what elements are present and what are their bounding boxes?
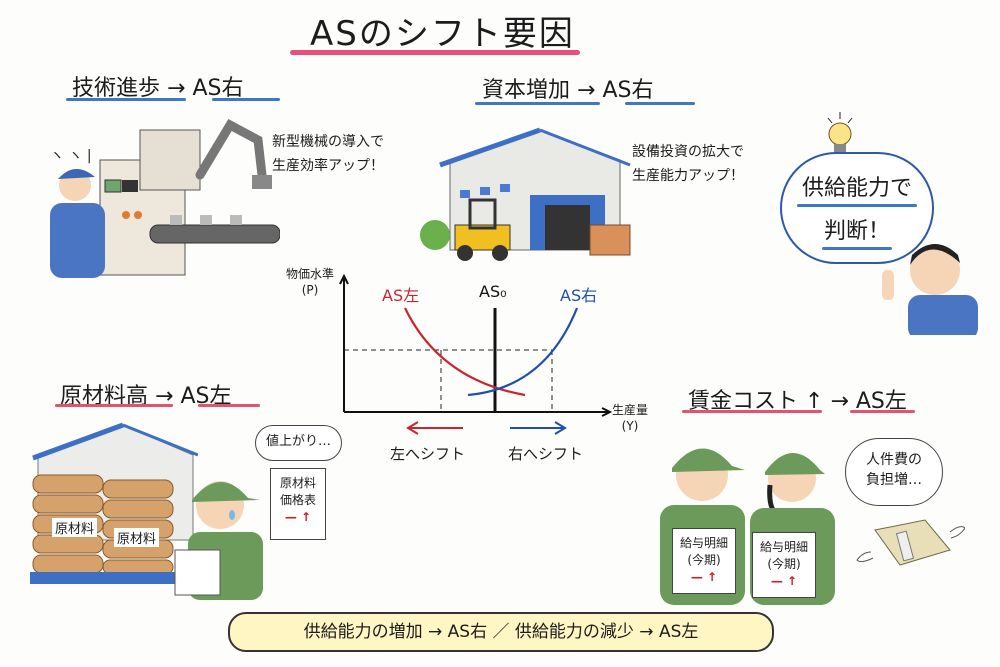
right-arrow-icon — [554, 421, 567, 435]
wages-heading: 賃金コスト ↑ → AS左 — [688, 383, 907, 415]
tech-note: 新型機械の導入で 生産効率アップ！ — [272, 134, 384, 174]
capital-underline-2 — [625, 102, 695, 105]
title-underline — [290, 50, 580, 55]
tech-heading-effect: AS右 — [192, 76, 244, 101]
payslip-2-period: (今期) — [767, 557, 801, 571]
capital-heading-cause: 資本増加 — [482, 78, 571, 103]
pointing-man-illustration — [882, 244, 978, 335]
y-axis-label-line2: (P) — [301, 283, 319, 297]
y-axis-label: 物価水準 (P) — [286, 266, 334, 298]
capital-underline — [475, 102, 600, 105]
wages-thought-line1: 人件費の — [866, 452, 922, 468]
payslip-1-title: 給与明細 — [679, 536, 728, 550]
x-axis-label-line2: (Y) — [621, 419, 639, 433]
judge-underline-1 — [797, 204, 917, 207]
wages-underline — [682, 410, 822, 413]
tech-heading-cause: 技術進歩 — [72, 76, 161, 101]
tech-underline-2 — [212, 98, 280, 101]
as-zero-label: AS₀ — [479, 282, 507, 301]
wages-heading-effect: AS左 — [855, 389, 907, 414]
materials-thought-text: 値上がり… — [265, 434, 331, 449]
y-axis-label-line1: 物価水準 — [286, 267, 335, 281]
shift-left-label: 左へシフト — [390, 445, 466, 463]
payslip-2: 給与明細 (今期) — ↑ — [752, 532, 816, 598]
up-arrow-icon: — ↑ — [770, 574, 798, 588]
materials-thought-cloud: 値上がり… — [255, 425, 342, 461]
wages-thought-cloud: 人件費の 負担増… — [845, 438, 943, 506]
judge-line-1: 供給能力で — [801, 176, 912, 201]
price-list-sheet: 原材料 価格表 — ↑ — [270, 468, 326, 540]
materials-underline — [55, 404, 173, 407]
sack-label-2: 原材料 — [114, 528, 160, 547]
sack-label-1: 原材料 — [52, 518, 98, 537]
as-shift-chart — [339, 273, 613, 417]
payslip-1-period: (今期) — [687, 553, 721, 567]
x-axis-label: 生産量 (Y) — [612, 402, 648, 434]
up-arrow-icon: — ↑ — [284, 510, 312, 524]
judge-underline-2 — [822, 247, 892, 250]
price-list-line1: 原材料 — [279, 476, 316, 490]
payslip-2-title: 給与明細 — [759, 540, 808, 554]
capital-heading: 資本増加 → AS右 — [482, 72, 653, 104]
warehouse-forklift-illustration — [420, 127, 631, 261]
svg-text:ヽ ヽ |: ヽ ヽ | — [50, 148, 92, 164]
flying-money-icon — [856, 519, 965, 566]
wages-thought-line2: 負担増… — [866, 472, 922, 488]
worried-worker-illustration — [174, 481, 263, 600]
as-left-curve — [404, 307, 526, 397]
arrow-icon: → — [577, 78, 596, 103]
wages-underline-2 — [850, 410, 915, 413]
shift-right-label: 右へシフト — [508, 445, 584, 463]
judge-line-2: 判断！ — [823, 219, 890, 244]
capital-heading-effect: AS右 — [602, 78, 654, 103]
as-right-curve — [467, 307, 579, 397]
wages-heading-cause: 賃金コスト ↑ — [688, 389, 824, 414]
lightbulb-icon — [827, 112, 853, 153]
arrow-icon: → — [155, 384, 174, 409]
as-right-label: AS右 — [560, 286, 598, 305]
left-arrow-icon — [406, 421, 419, 435]
as-left-label: AS左 — [382, 286, 420, 305]
shift-arrows — [406, 421, 567, 435]
summary-banner: 供給能力の増加 → AS右 ／ 供給能力の減少 → AS左 — [228, 612, 774, 652]
page-title: ASのシフト要因 — [310, 14, 575, 54]
capital-note: 設備投資の拡大で 生産能力アップ！ — [632, 144, 744, 184]
up-arrow-icon: — ↑ — [690, 570, 718, 584]
factory-robot-illustration: ヽ ヽ | — [50, 119, 280, 278]
payslip-1: 給与明細 (今期) — ↑ — [672, 528, 736, 594]
judge-thought-cloud: 供給能力で 判断！ — [780, 152, 934, 264]
warehouse-sacks-illustration — [30, 422, 198, 584]
arrow-icon: → — [167, 76, 186, 101]
price-list-line2: 価格表 — [279, 493, 316, 507]
arrow-icon: → — [830, 389, 849, 414]
tech-underline — [66, 98, 186, 101]
materials-underline-2 — [198, 404, 260, 407]
tech-heading: 技術進歩 → AS右 — [72, 70, 243, 102]
x-axis-label-line1: 生産量 — [612, 403, 649, 417]
